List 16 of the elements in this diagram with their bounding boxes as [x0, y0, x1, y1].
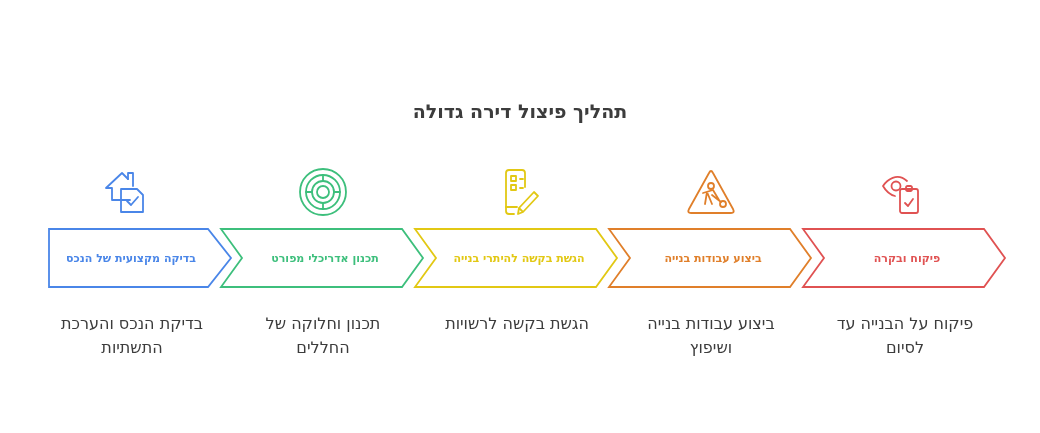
description: הגשת בקשה לרשויות: [444, 313, 590, 335]
step-label: תכנון אדריכלי מפורט: [271, 250, 379, 267]
title: תהליך פיצול דירה גדולה: [411, 100, 629, 122]
chevron-box: [414, 228, 618, 288]
chevron-box: [220, 228, 424, 288]
description: בדיקת הנכס והערכת התשתיות: [59, 313, 205, 359]
description: תכנון וחלוקה של החללים: [264, 313, 382, 359]
description: פיקוח על הבנייה עד לסיום: [835, 313, 975, 359]
chevron-box: [608, 228, 812, 288]
step-label: הגשת בקשה להיתרי בנייה: [453, 250, 585, 267]
step-label: בדיקה מקצועית של הנכס: [66, 250, 196, 267]
description: ביצוע עבודות בנייה ושיפוץ: [646, 313, 776, 359]
chevron-box: [48, 228, 232, 288]
step-label: פיקוח ובקרה: [873, 250, 941, 267]
step-label: ביצוע עבודות בנייה: [664, 250, 762, 267]
chevron-box: [802, 228, 1006, 288]
